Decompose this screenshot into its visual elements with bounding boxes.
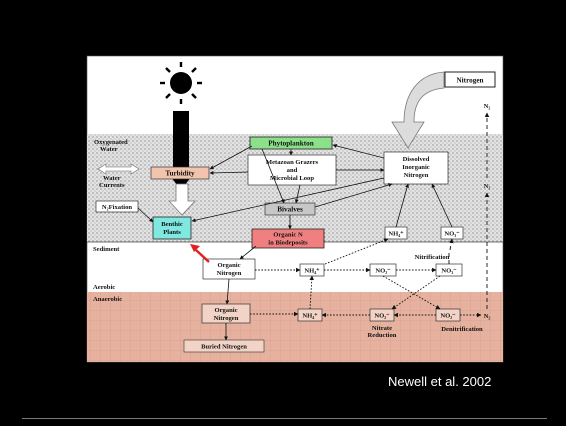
denitrification-label: Denitrification — [441, 326, 483, 333]
biodeposits-line1: Organic N — [273, 232, 303, 239]
n2-middle-label: N₂ — [484, 183, 491, 190]
water-currents-arrow — [97, 163, 140, 175]
sun-icon — [160, 62, 202, 104]
zone-sediment: Sediment — [93, 246, 120, 253]
phytoplankton-label: Phytoplankton — [268, 140, 314, 148]
citation-text: Newell et al. 2002 — [388, 374, 492, 389]
zone-oxygenated-line1: Oxygenated — [94, 139, 128, 146]
oxygenated-water-zone — [87, 134, 503, 242]
flow-arrows — [137, 143, 453, 341]
zone-currents-line1: Water — [103, 175, 121, 182]
benthic-line1: Benthic — [161, 221, 183, 228]
dissolved-nitrogen-box — [383, 151, 449, 185]
grazers-line3: Microbial Loop — [270, 175, 314, 182]
red-pointer-arrow-icon — [190, 244, 210, 263]
grazers-line1: Metazoan Grazers — [266, 159, 319, 166]
slide-bottom-rule — [22, 418, 547, 419]
dissolved-line3: Nitrogen — [404, 172, 429, 179]
nh4-aerobic-label: NH₄⁺ — [304, 268, 320, 275]
zone-aerobic: Aerobic — [93, 284, 115, 291]
benthic-line2: Plants — [163, 229, 181, 236]
nitrate-reduction-line2: Reduction — [368, 332, 397, 339]
n2-fixation-box — [95, 200, 139, 213]
dissolved-line1: Dissolved — [403, 156, 430, 163]
buried-nitrogen-label: Buried Nitrogen — [201, 344, 247, 351]
no2b-anaerobic-label: NO₂⁻ — [440, 313, 456, 320]
no3-top-label: NO₃⁻ — [444, 231, 460, 238]
nitrogen-label: Nitrogen — [456, 77, 483, 85]
anaerobic-organic-line1: Organic — [214, 307, 237, 314]
benthic-plants-box — [152, 216, 192, 240]
nitrogen-box — [444, 71, 496, 88]
dissolved-line2: Inorganic — [402, 164, 430, 171]
anaerobic-organic-line2: Nitrogen — [214, 315, 239, 322]
nh4-top-label: NH₄⁺ — [388, 231, 404, 238]
nitrification-label: Nitrification — [415, 254, 450, 261]
dashed-n2-column — [448, 112, 490, 309]
zone-anaerobic: Anaerobic — [93, 296, 122, 303]
anaerobic-zone — [87, 292, 503, 362]
dotted-flow-arrows — [250, 238, 482, 318]
no2-aerobic-label: NO₂⁻ — [375, 268, 391, 275]
shading-arrow — [168, 183, 196, 216]
aerobic-organic-line2: Nitrogen — [217, 270, 242, 277]
n2-anaerobic-label: N₂ — [484, 313, 491, 320]
no2-anaerobic-label: NO₂⁻ — [374, 313, 390, 320]
turbidity-label: Turbidity — [165, 170, 195, 178]
turbidity-box — [150, 166, 210, 180]
n2-fixation-label: N₂Fixation — [102, 204, 133, 211]
grazers-line2: and — [287, 167, 298, 174]
nitrate-reduction-line1: Nitrate — [372, 325, 392, 332]
aerobic-organic-line1: Organic — [217, 262, 240, 269]
no3-aerobic-label: NO₃⁻ — [441, 268, 457, 275]
zone-oxygenated-line2: Water — [100, 146, 118, 153]
n2-upper-label: N₂ — [484, 103, 491, 110]
zone-currents-line2: Currents — [99, 182, 125, 189]
bivalves-label: Bivalves — [277, 206, 303, 214]
nh4-anaerobic-label: NH₄⁺ — [302, 313, 318, 320]
nitrogen-inflow-arrow — [391, 71, 445, 149]
biodeposits-line2: in Biodeposits — [268, 240, 308, 247]
